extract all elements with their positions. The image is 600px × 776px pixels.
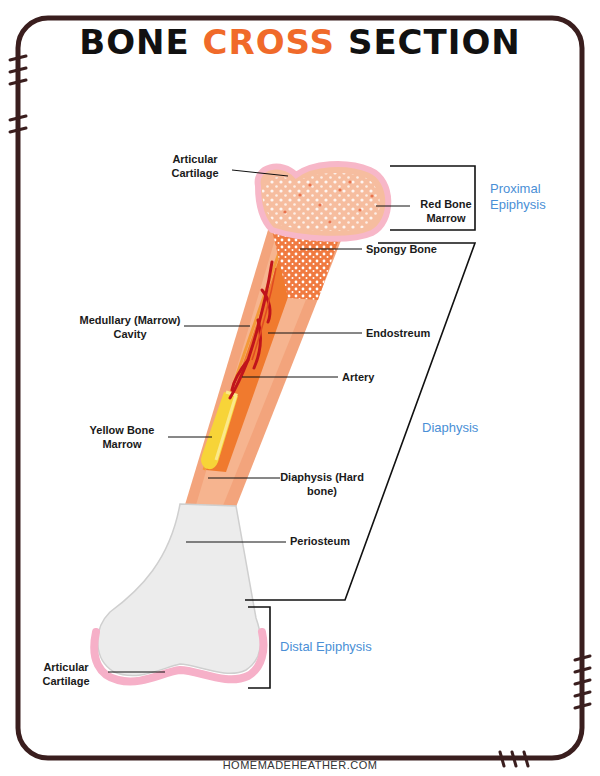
- part-label: Red Bone Marrow: [410, 198, 482, 226]
- page-frame: [18, 18, 582, 758]
- red-marrow: [262, 173, 380, 231]
- artery-highlight: [252, 268, 276, 360]
- part-label: Medullary (Marrow) Cavity: [78, 314, 182, 342]
- periosteum: [98, 504, 261, 676]
- leader-lines: [108, 170, 410, 672]
- part-label: Diaphysis (Hard bone): [280, 471, 364, 499]
- yellow-marrow-highlight: [216, 392, 236, 460]
- part-label: Articular Cartilage: [24, 661, 108, 689]
- page-title: BONE CROSS SECTION: [0, 22, 600, 62]
- part-label: Spongy Bone: [366, 243, 437, 257]
- artery: [230, 262, 272, 398]
- articular-cartilage: [94, 632, 263, 681]
- part-label: Periosteum: [290, 535, 350, 549]
- watermark: HOMEMADEHEATHER.COM: [223, 759, 378, 773]
- diaphysis-shaft: [184, 230, 342, 512]
- stitch-marks: [10, 56, 590, 766]
- part-label: Articular Cartilage: [155, 153, 235, 181]
- part-label: Endostreum: [366, 327, 430, 341]
- region-label: Diaphysis: [422, 420, 478, 436]
- region-label: Distal Epiphysis: [280, 639, 372, 655]
- red-marrow-dots: [283, 180, 373, 223]
- yellow-marrow: [201, 392, 238, 469]
- part-label: Artery: [342, 371, 374, 385]
- region-label: Proximal Epiphysis: [490, 181, 568, 214]
- part-label: Yellow Bone Marrow: [80, 424, 164, 452]
